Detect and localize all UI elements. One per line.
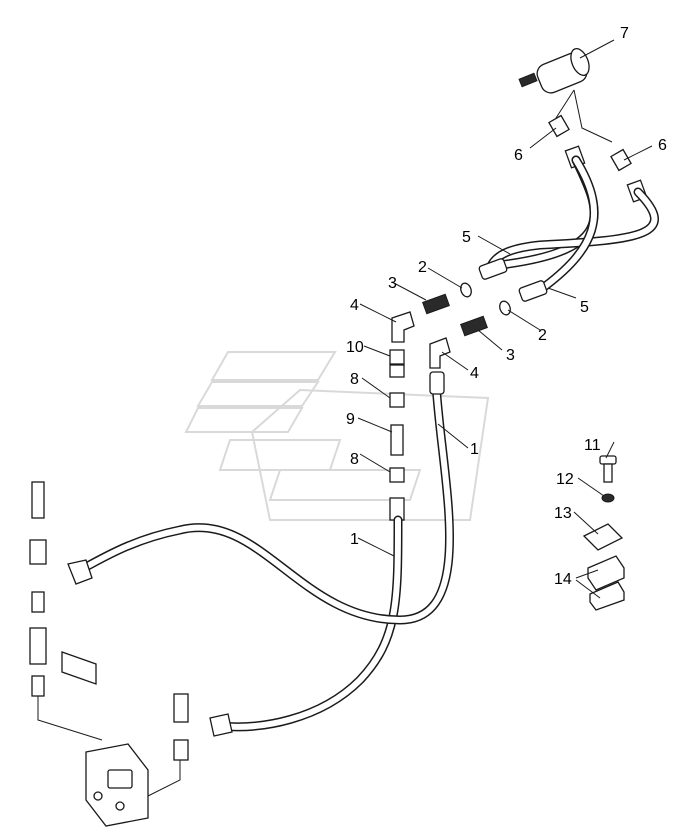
callout-5: 5 (580, 299, 589, 316)
callout-10: 10 (346, 339, 364, 356)
clamp-plate-13 (582, 523, 624, 551)
clamp-half-14 (587, 555, 625, 611)
hose-5-lower (518, 155, 599, 302)
threaded-adapter-3 (422, 293, 488, 337)
callout-2: 2 (538, 327, 547, 344)
filter-housing (518, 48, 613, 143)
bolt-11 (599, 455, 617, 483)
callout-6: 6 (658, 137, 667, 154)
leader-lines (357, 39, 653, 599)
callout-11: 11 (584, 437, 601, 454)
callout-14: 14 (554, 571, 572, 588)
fitting-stack (389, 349, 405, 521)
hose-end-elbow (67, 559, 233, 737)
callout-3: 3 (388, 275, 397, 292)
callout-1: 1 (350, 531, 359, 548)
sealing-washer-2 (460, 282, 511, 316)
washer-12 (601, 493, 615, 503)
valve-assembly-left (29, 481, 103, 741)
hose-1-left (215, 515, 403, 732)
callout-6: 6 (514, 147, 523, 164)
callout-4: 4 (470, 365, 479, 382)
elbow-fitting-4 (391, 311, 451, 369)
callout-8: 8 (350, 451, 359, 468)
callout-8: 8 (350, 371, 359, 388)
callout-12: 12 (556, 471, 574, 488)
valve-assembly-bottom (85, 693, 189, 827)
callout-13: 13 (554, 505, 572, 522)
callout-7: 7 (620, 25, 629, 42)
callout-2: 2 (418, 259, 427, 276)
callout-9: 9 (346, 411, 355, 428)
callout-3: 3 (506, 347, 515, 364)
callout-labels: 7 6 6 5 5 2 2 3 3 4 4 10 8 8 9 1 1 11 12… (346, 25, 667, 588)
callout-1: 1 (470, 441, 479, 458)
callout-4: 4 (350, 297, 359, 314)
callout-5: 5 (462, 229, 471, 246)
watermark-logo (184, 351, 490, 521)
hose-1-right (75, 371, 454, 625)
